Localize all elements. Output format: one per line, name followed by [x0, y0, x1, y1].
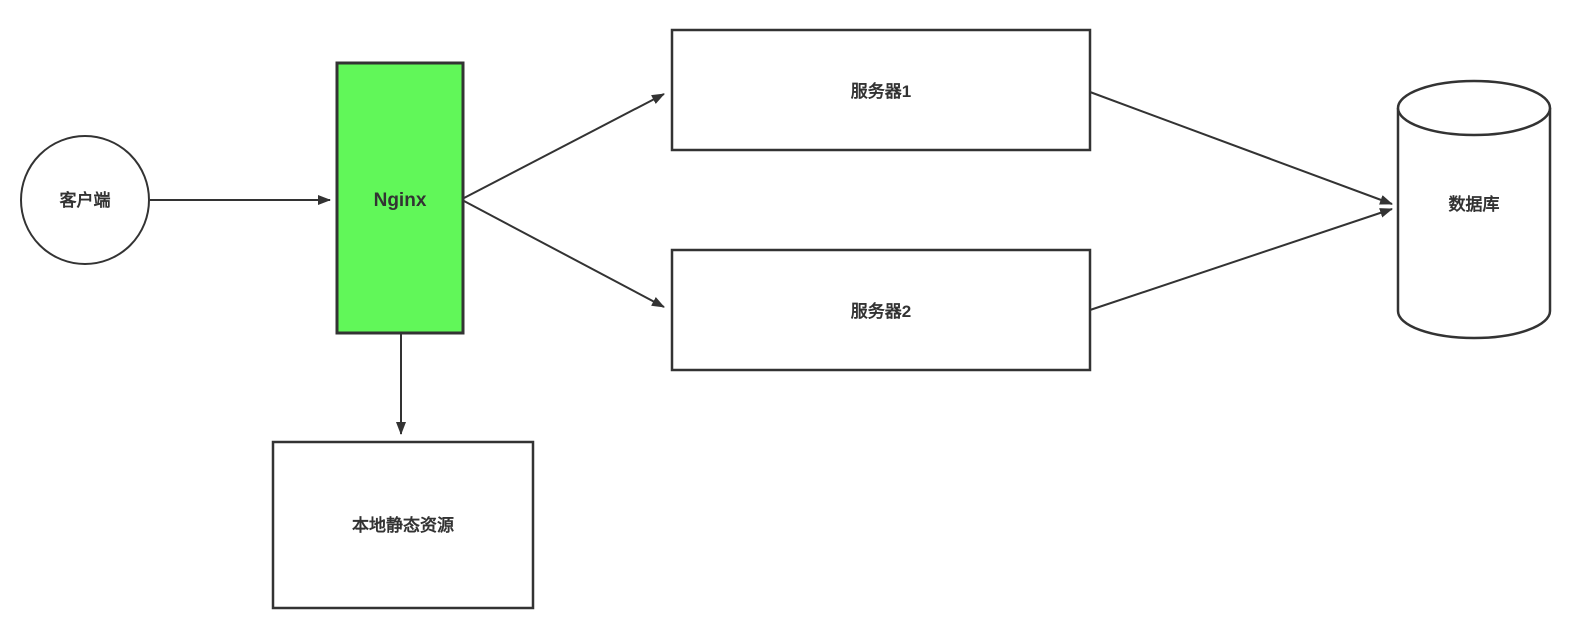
server2-label: 服务器2	[851, 301, 911, 321]
edge-group	[150, 91, 1393, 435]
nginx-rect-shape	[335, 61, 465, 335]
database-cylinder-body	[1396, 108, 1552, 340]
arrow-server1-to-database	[1089, 91, 1393, 205]
arrow-server2-to-database	[1089, 208, 1393, 311]
node-server1: 服务器1	[670, 28, 1092, 152]
node-nginx: Nginx	[335, 61, 465, 335]
static-resources-rect-shape	[271, 440, 535, 610]
node-database: 数据库	[1396, 79, 1552, 340]
client-label: 客户端	[59, 190, 111, 210]
node-server2: 服务器2	[670, 248, 1092, 372]
database-cylinder-top	[1396, 79, 1552, 137]
arrow-nginx-to-server1	[463, 93, 665, 199]
server1-label: 服务器1	[851, 81, 911, 101]
node-client: 客户端	[20, 135, 150, 265]
arrow-nginx-to-server2	[463, 200, 665, 308]
database-label: 数据库	[1449, 194, 1500, 214]
client-circle-shape	[20, 135, 150, 265]
static-resources-label: 本地静态资源	[352, 515, 454, 535]
nginx-label: Nginx	[374, 190, 427, 211]
node-static-resources: 本地静态资源	[271, 440, 535, 610]
server1-rect-shape	[670, 28, 1092, 152]
server2-rect-shape	[670, 248, 1092, 372]
